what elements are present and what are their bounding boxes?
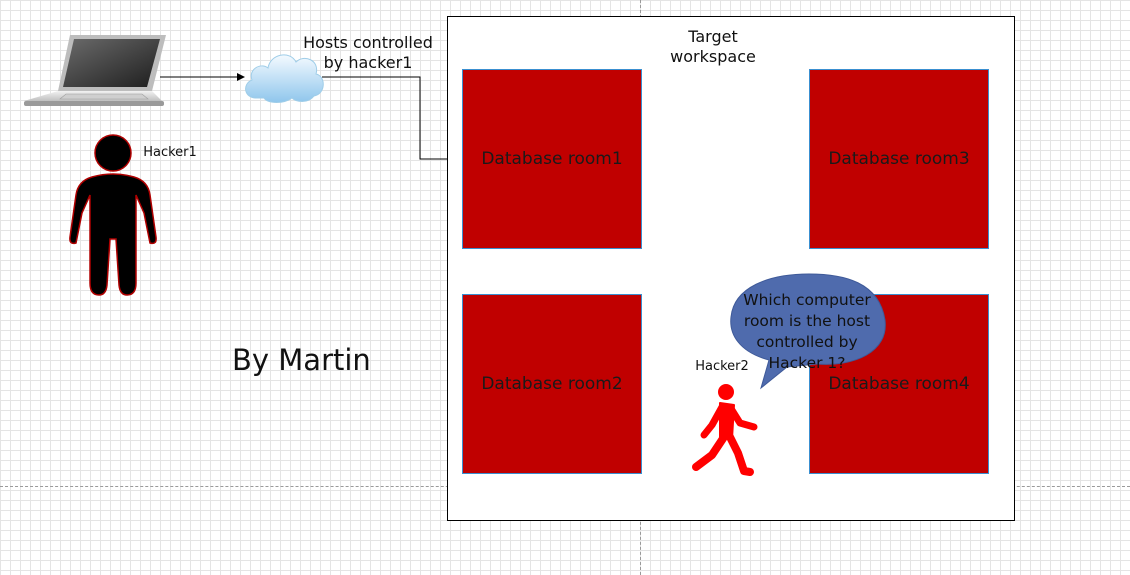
database-room1[interactable]: Database room1 <box>462 69 642 249</box>
room1-label: Database room1 <box>481 149 623 169</box>
hacker2-label: Hacker2 <box>695 359 749 374</box>
database-room4[interactable]: Database room4 <box>809 294 989 474</box>
laptop-icon[interactable] <box>24 33 166 108</box>
author-text: By Martin <box>232 343 371 377</box>
cloud-to-room1-arrow <box>322 76 463 163</box>
database-room2[interactable]: Database room2 <box>462 294 642 474</box>
room2-label: Database room2 <box>481 374 623 394</box>
cloud-label: Hosts controlled by hacker1 <box>303 33 433 72</box>
person-icon[interactable] <box>68 133 158 298</box>
speech-bubble-text: Which computer room is the host controll… <box>743 291 871 372</box>
database-room3[interactable]: Database room3 <box>809 69 989 249</box>
hacker1-label: Hacker1 <box>143 145 197 160</box>
workspace-label: Target workspace <box>670 27 756 66</box>
speech-bubble-icon[interactable] <box>729 272 889 392</box>
room4-label: Database room4 <box>828 374 970 394</box>
walking-person-icon[interactable] <box>690 383 760 477</box>
room3-label: Database room3 <box>828 149 970 169</box>
cloud-icon[interactable] <box>242 46 326 106</box>
